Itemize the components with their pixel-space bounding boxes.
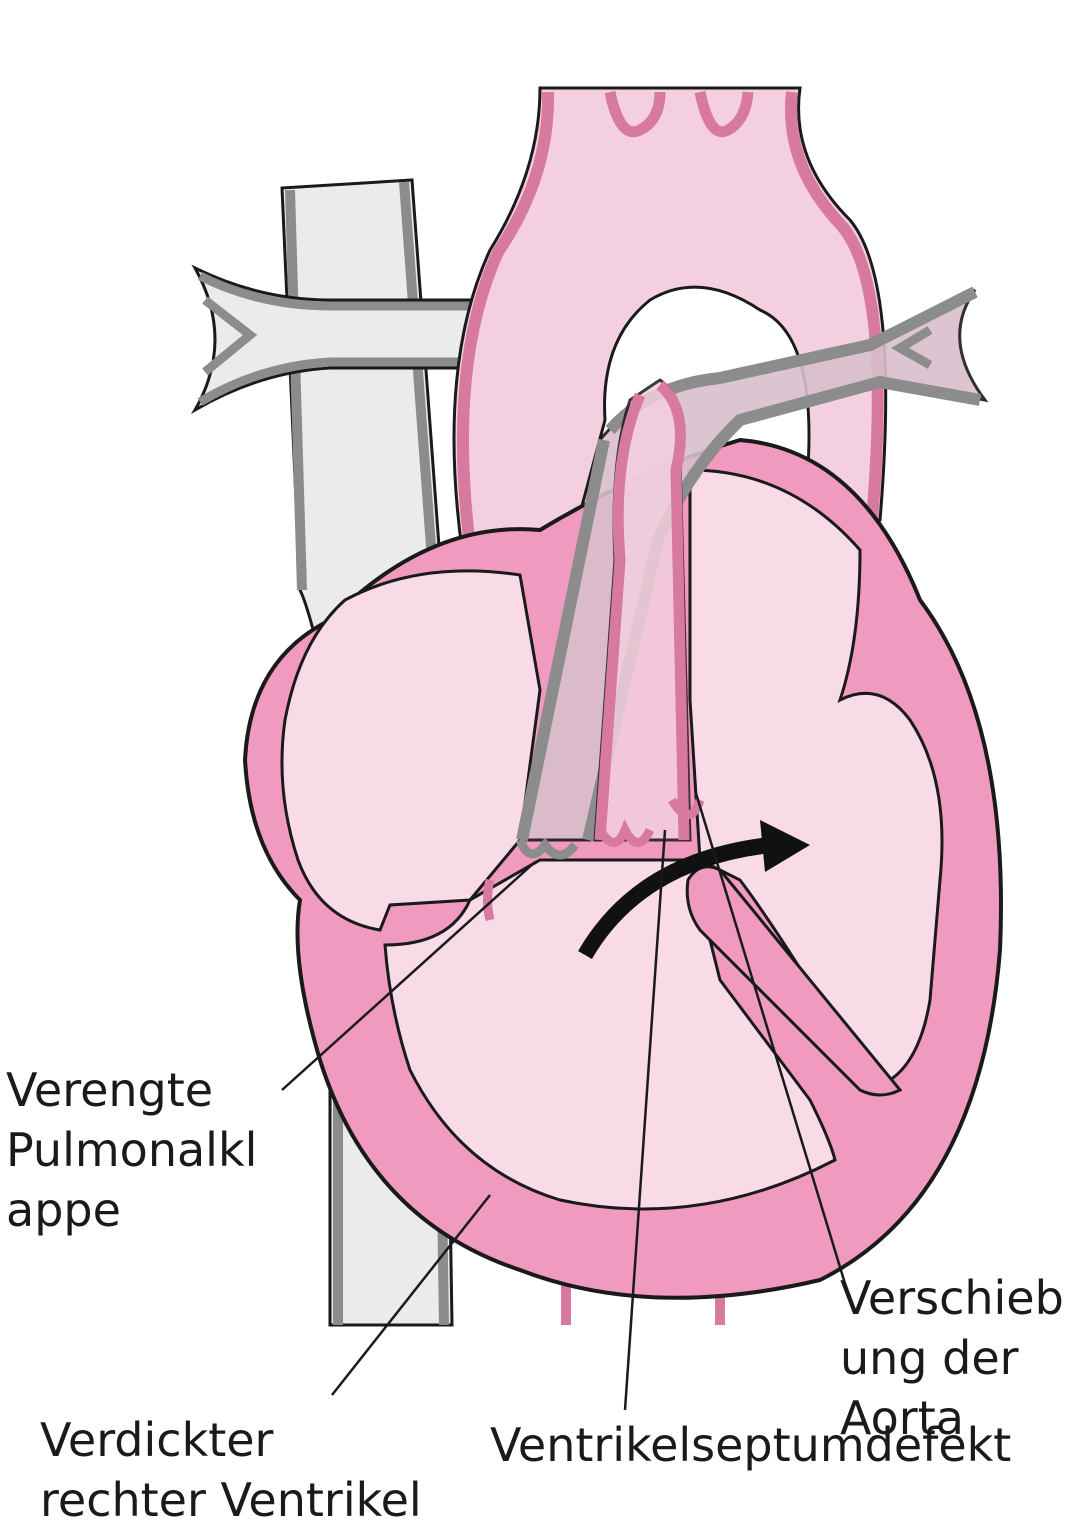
label-line: ung der	[840, 1331, 1019, 1385]
label-ventricular-septal-defect: Ventrikelseptumdefekt	[490, 1415, 1011, 1475]
label-narrowed-pulmonary-valve: Verengte Pulmonalkl appe	[6, 1060, 257, 1240]
right-ventricle-chamber	[383, 858, 837, 1211]
aortic-root	[593, 378, 692, 842]
leader-lines	[281, 789, 852, 1411]
label-line: Verdickter	[40, 1413, 274, 1467]
left-pulmonary-artery	[190, 264, 472, 415]
label-line: rechter Ventrikel	[40, 1473, 422, 1527]
label-line: Pulmonalkl	[6, 1123, 258, 1177]
label-overriding-aorta: Verschieb ung der Aorta	[840, 1268, 1064, 1448]
shunt-arrow	[578, 820, 810, 960]
label-line: Verengte	[6, 1063, 214, 1117]
right-atrium	[280, 569, 542, 932]
label-line: Aorta	[840, 1391, 964, 1445]
label-line: Verschieb	[840, 1271, 1064, 1325]
label-line: Ventrikelseptumdefekt	[490, 1418, 1012, 1472]
label-thickened-right-ventricle: Verdickter rechter Ventrikel	[40, 1410, 422, 1530]
label-line: appe	[6, 1183, 121, 1237]
